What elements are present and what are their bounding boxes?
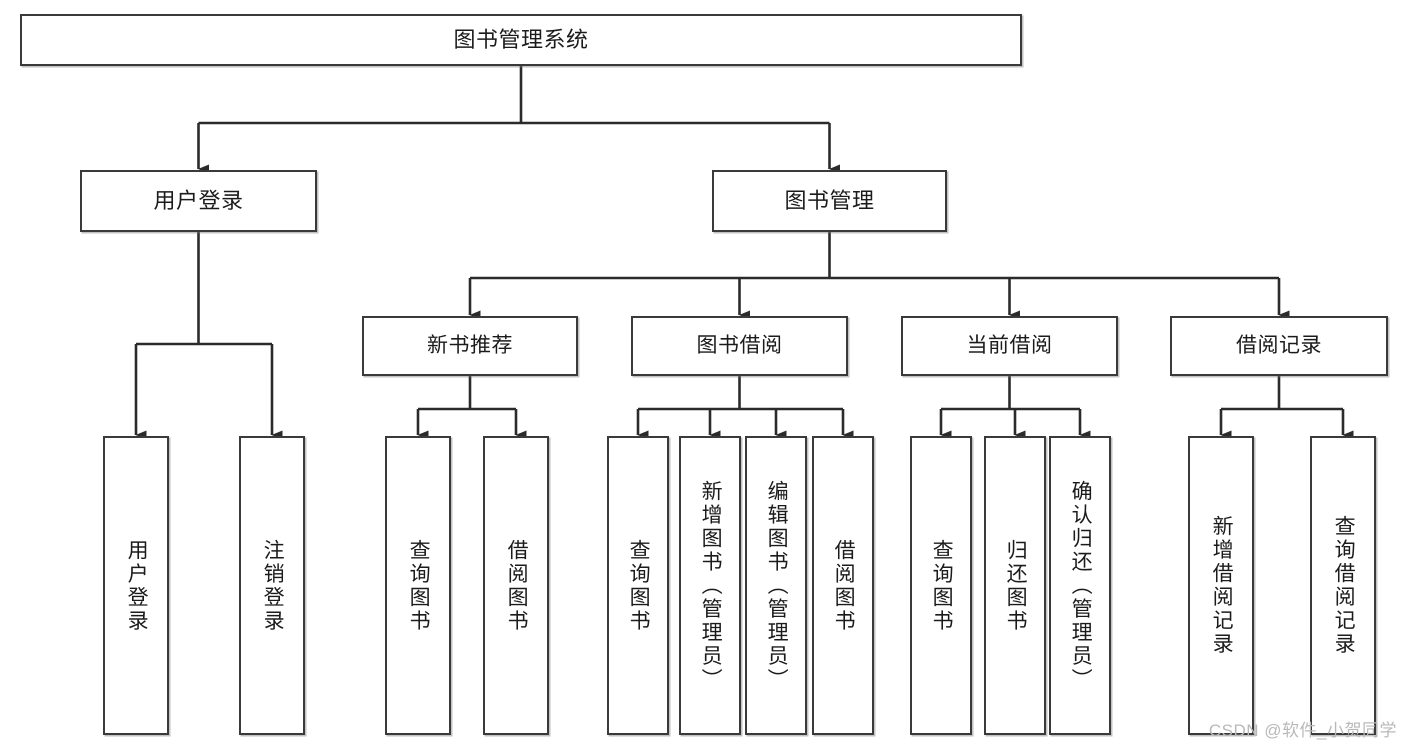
node-label: 查询借阅记录 xyxy=(1332,515,1356,656)
node-label: 借阅图书 xyxy=(505,538,529,633)
node-label: 归还图书 xyxy=(1004,538,1028,633)
node-l4-c4[interactable]: 借阅图书 xyxy=(812,436,874,735)
node-label: 用户登录 xyxy=(153,187,244,213)
node-label: 新增借阅记录 xyxy=(1210,515,1234,656)
node-label: 编辑图书（管理员） xyxy=(765,479,789,692)
node-l3-current[interactable]: 当前借阅 xyxy=(901,316,1118,376)
node-l2-login[interactable]: 用户登录 xyxy=(80,170,317,232)
node-l3-record[interactable]: 借阅记录 xyxy=(1170,316,1388,376)
node-label: 图书管理系统 xyxy=(453,26,589,52)
node-label: 查询图书 xyxy=(930,538,954,633)
node-label: 新书推荐 xyxy=(427,334,513,358)
node-l4-e2[interactable]: 查询借阅记录 xyxy=(1310,436,1376,735)
node-l4-c3[interactable]: 编辑图书（管理员） xyxy=(745,436,807,735)
node-l3-borrow[interactable]: 图书借阅 xyxy=(631,316,848,376)
node-label: 注销登录 xyxy=(261,538,285,633)
node-label: 当前借阅 xyxy=(966,334,1053,358)
node-l3-new[interactable]: 新书推荐 xyxy=(362,316,578,376)
node-l4-c2[interactable]: 新增图书（管理员） xyxy=(679,436,741,735)
node-label: 确认归还（管理员） xyxy=(1069,479,1093,692)
node-label: 借阅图书 xyxy=(832,538,856,633)
node-label: 查询图书 xyxy=(627,538,651,633)
node-l4-d1[interactable]: 查询图书 xyxy=(910,436,972,735)
node-label: 查询图书 xyxy=(407,538,431,633)
node-label: 用户登录 xyxy=(125,538,149,633)
node-l2-books[interactable]: 图书管理 xyxy=(712,170,947,232)
node-label: 借阅记录 xyxy=(1236,334,1322,358)
node-l4-a2[interactable]: 注销登录 xyxy=(239,436,305,735)
node-l4-b1[interactable]: 查询图书 xyxy=(385,436,451,735)
node-l4-d2[interactable]: 归还图书 xyxy=(984,436,1046,735)
node-root[interactable]: 图书管理系统 xyxy=(20,14,1022,66)
node-l4-a1[interactable]: 用户登录 xyxy=(103,436,169,735)
node-l4-c1[interactable]: 查询图书 xyxy=(607,436,669,735)
node-label: 图书管理 xyxy=(784,187,875,213)
node-label: 图书借阅 xyxy=(696,334,783,358)
node-label: 新增图书（管理员） xyxy=(699,479,723,692)
watermark-text: CSDN @软件_小贺同学 xyxy=(1208,721,1397,740)
node-l4-b2[interactable]: 借阅图书 xyxy=(483,436,549,735)
node-l4-e1[interactable]: 新增借阅记录 xyxy=(1188,436,1254,735)
node-l4-d3[interactable]: 确认归还（管理员） xyxy=(1049,436,1111,735)
edge-paths xyxy=(134,66,1354,440)
